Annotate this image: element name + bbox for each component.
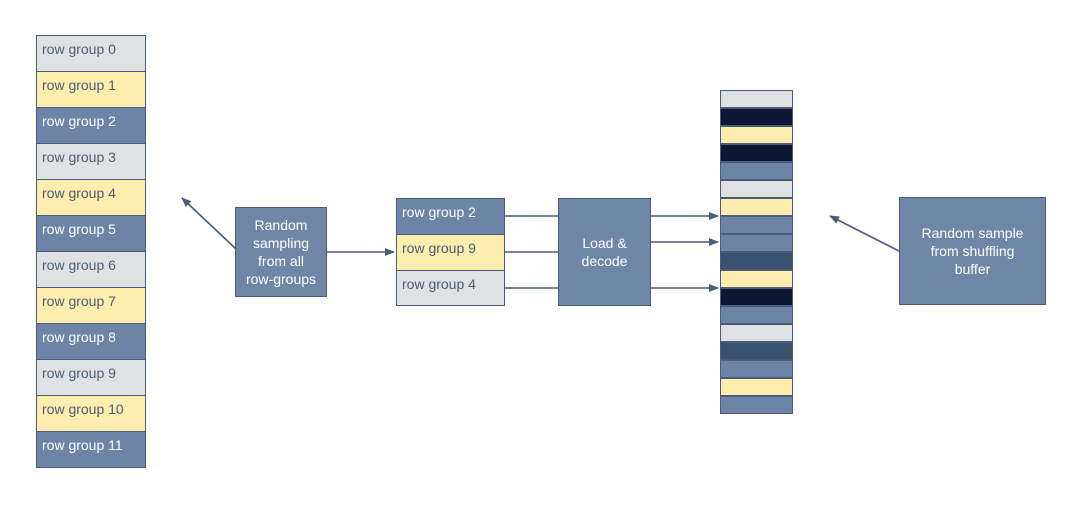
buffer-slot-2 [720,108,793,126]
load-decode-box: Load & decode [558,198,651,306]
buffer-slot-10 [720,252,793,270]
row-group-11: row group 11 [36,431,146,468]
shuffle-sample-box: Random sample from shuffling buffer [899,197,1046,305]
sampled-row-groups: row group 2 row group 9 row group 4 [396,198,505,306]
shuffling-buffer [720,90,794,415]
buffer-slot-6 [720,180,793,198]
buffer-slot-17 [720,378,793,396]
buffer-slot-7 [720,198,793,216]
buffer-slot-15 [720,342,793,360]
buffer-slot-13 [720,306,793,324]
buffer-slot-8 [720,216,793,234]
sampled-row-group-4: row group 4 [396,270,505,306]
buffer-slot-9 [720,234,793,252]
load-decode-label: Load & decode [581,235,628,269]
buffer-slot-18 [720,396,793,414]
shuffle-sample-label: Random sample from shuffling buffer [921,225,1024,277]
buffer-slot-1 [720,90,793,108]
buffer-slot-16 [720,360,793,378]
row-group-9: row group 9 [36,359,146,396]
row-group-0: row group 0 [36,35,146,72]
row-group-8: row group 8 [36,323,146,360]
row-group-7: row group 7 [36,287,146,324]
arrow-sampling-to-row-groups [181,197,237,250]
buffer-slot-5 [720,162,793,180]
row-group-list: row group 0 row group 1 row group 2 row … [36,35,146,468]
buffer-slot-4 [720,144,793,162]
row-group-5: row group 5 [36,215,146,252]
row-group-2: row group 2 [36,107,146,144]
buffer-slot-11 [720,270,793,288]
buffer-slot-14 [720,324,793,342]
arrow-shuffle-to-buffer [829,215,900,252]
random-sampling-box: Random sampling from all row-groups [235,207,327,297]
buffer-slot-3 [720,126,793,144]
sampled-row-group-2: row group 2 [396,198,505,235]
sampled-row-group-9: row group 9 [396,234,505,271]
random-sampling-label: Random sampling from all row-groups [245,217,317,287]
row-group-6: row group 6 [36,251,146,288]
buffer-slot-12 [720,288,793,306]
row-group-10: row group 10 [36,395,146,432]
row-group-4: row group 4 [36,179,146,216]
